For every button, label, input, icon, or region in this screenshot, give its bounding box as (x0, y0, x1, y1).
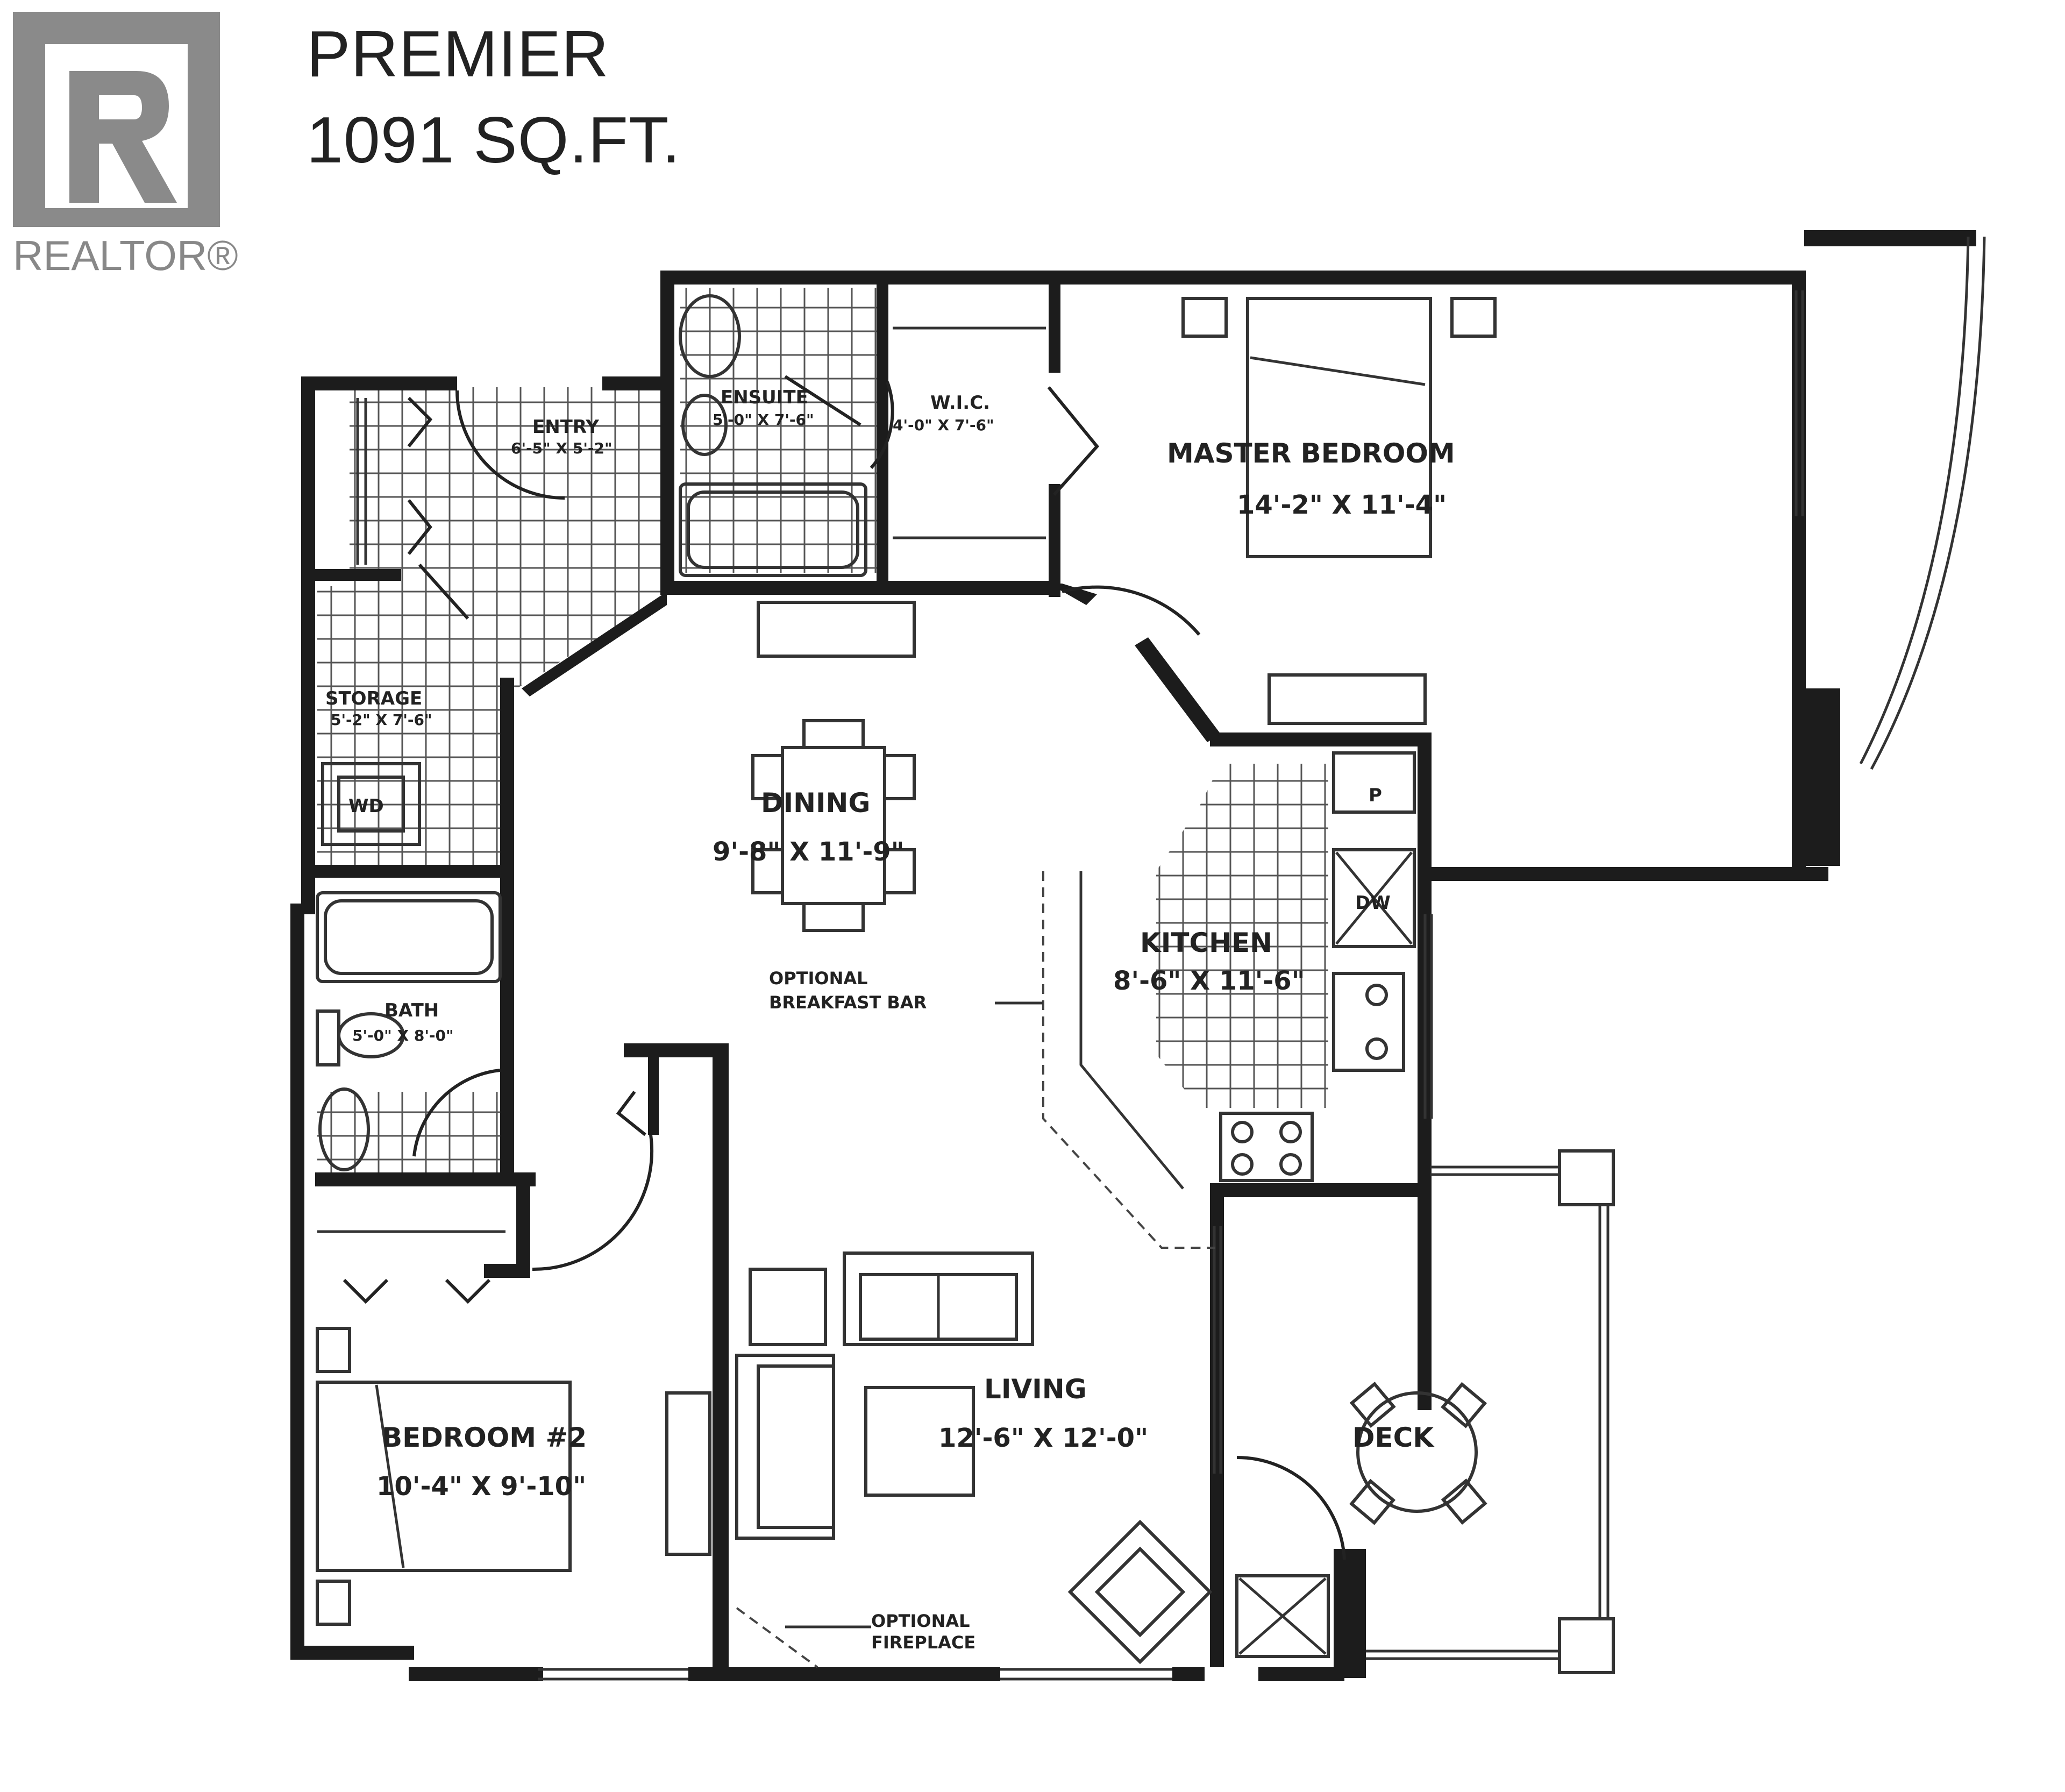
notes: OPTIONAL BREAKFAST BAR OPTIONAL FIREPLAC… (769, 968, 1043, 1653)
entry-name: ENTRY (532, 416, 599, 438)
wic-dims: 4'-0" X 7'-6" (893, 416, 994, 434)
realtor-logo-mark: REALTOR® (13, 12, 238, 279)
tile-floors (317, 288, 1328, 1172)
breakfast-bar-note-line2: BREAKFAST BAR (769, 992, 927, 1013)
dining-name: DINING (761, 787, 870, 819)
room-labels: ENSUITE 5'-0" X 7'-6" W.I.C. 4'-0" X 7'-… (325, 387, 1455, 1502)
realtor-logo-text: REALTOR® (13, 232, 238, 279)
deck-railing (1366, 1149, 1615, 1674)
fireplace-note-line1: OPTIONAL (871, 1611, 970, 1631)
deck-name: DECK (1352, 1422, 1435, 1453)
ensuite-dims: 5'-0" X 7'-6" (713, 411, 814, 429)
dishwasher-label: DW (1355, 892, 1391, 914)
bedroom2-dims: 10'-4" X 9'-10" (376, 1471, 586, 1502)
bath-name: BATH (384, 1000, 439, 1021)
washer-dryer-label: WD (348, 795, 384, 817)
fixture-labels: WD DW P (348, 785, 1391, 914)
ensuite-name: ENSUITE (721, 387, 808, 408)
fixtures (316, 294, 1497, 1668)
storage-dims: 5'-2" X 7'-6" (331, 711, 432, 729)
windows (538, 236, 1986, 1681)
plan-area: 1091 SQ.FT. (307, 103, 681, 176)
fireplace-note-line2: FIREPLACE (871, 1632, 975, 1653)
bath-dims: 5'-0" X 8'-0" (352, 1027, 454, 1044)
master-bedroom-name: MASTER BEDROOM (1167, 438, 1455, 469)
plan-header: PREMIER 1091 SQ.FT. (307, 11, 681, 183)
kitchen-name: KITCHEN (1140, 927, 1272, 958)
entry-dims: 6'-5" X 5'-2" (511, 439, 613, 457)
storage-name: STORAGE (325, 688, 422, 709)
wic-name: W.I.C. (930, 392, 990, 414)
dining-dims: 9'-8" X 11'-9" (713, 837, 905, 867)
pantry-label: P (1369, 785, 1382, 806)
doors (343, 375, 1346, 1560)
master-bedroom-dims: 14'-2" X 11'-4" (1237, 490, 1447, 520)
kitchen-dims: 8'-6" X 11'-6" (1113, 966, 1305, 996)
living-name: LIVING (984, 1374, 1087, 1405)
breakfast-bar-note-line1: OPTIONAL (769, 968, 868, 989)
living-dims: 12'-6" X 12'-0" (938, 1423, 1148, 1453)
plan-name: PREMIER (307, 17, 609, 90)
realtor-logo: REALTOR® (13, 12, 239, 281)
bedroom2-name: BEDROOM #2 (382, 1422, 587, 1453)
walls (290, 230, 1976, 1681)
